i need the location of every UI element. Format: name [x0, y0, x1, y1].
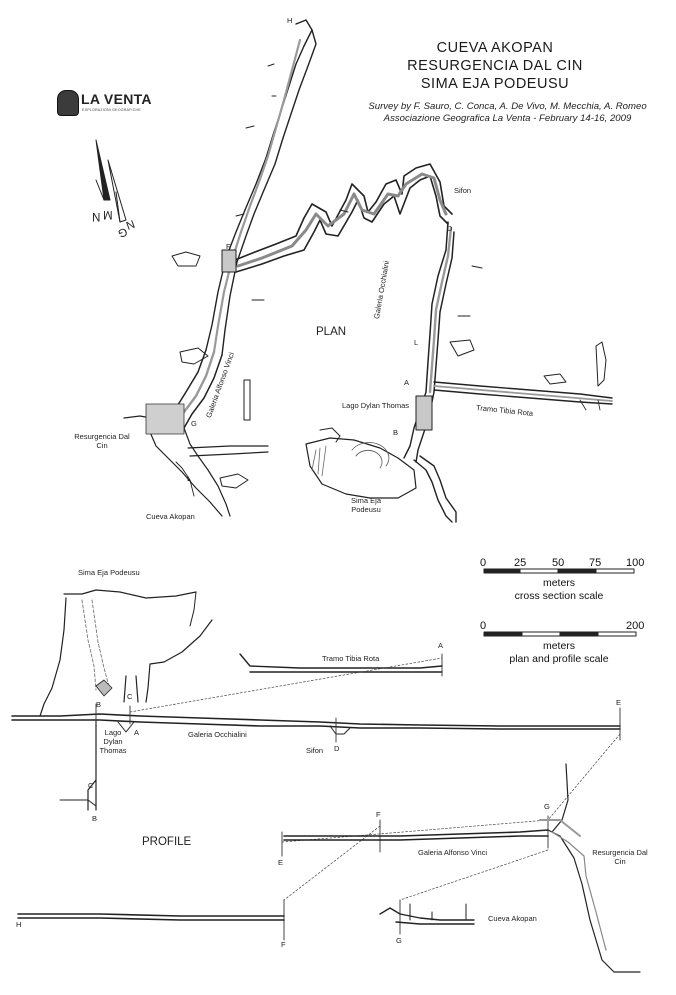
- plan-passage-tibia-rota: [433, 341, 613, 411]
- cs-unit: meters: [542, 577, 576, 589]
- pp-tick-0: 0: [480, 620, 487, 632]
- cs-tick-100: 100: [626, 557, 645, 569]
- profile-station-g-lower: G: [396, 936, 402, 945]
- plan-passage-alfonso-vinci: [123, 349, 269, 517]
- profile-station-b-upper: B: [96, 700, 102, 709]
- plan-features: [171, 63, 567, 489]
- profile-station-b-lower: B: [92, 814, 98, 823]
- title-line-1: CUEVA AKOPAN: [436, 40, 554, 56]
- plan-passage-meander: [221, 163, 453, 273]
- survey-credit: Survey by F. Sauro, C. Conca, A. De Vivo…: [368, 101, 647, 112]
- profile-sima-shaft: [39, 589, 213, 717]
- plan-passage-occhialini: [403, 221, 455, 463]
- profile-label-lago-dylan-thomas: Lago Dylan Thomas: [99, 728, 127, 755]
- profile-station-c-upper: C: [127, 692, 133, 701]
- profile-station-f-upper: F: [376, 810, 381, 819]
- plan-station-l-left: L: [187, 474, 192, 483]
- plan-station-f: F: [226, 242, 231, 251]
- association-credit: Associazione Geografica La Venta - Febru…: [383, 113, 632, 124]
- profile-station-c-lower: C: [88, 781, 94, 790]
- logo-subtitle: ESPLORAZIONI GEOGRAFICHE: [82, 108, 141, 112]
- plan-label-cueva-akopan: Cueva Akopan: [146, 512, 195, 521]
- title-line-2: RESURGENCIA DAL CIN: [407, 58, 583, 74]
- plan-label-lago-dylan-thomas: Lago Dylan Thomas: [342, 401, 409, 410]
- profile-label-galeria-alfonso-vinci: Galeria Alfonso Vinci: [418, 848, 488, 857]
- logo-mark-icon: [57, 90, 79, 116]
- profile-view-label: PROFILE: [142, 836, 192, 848]
- title-line-3: SIMA EJA PODEUSU: [420, 76, 570, 92]
- profile-label-sima-eja-podeusu: Sima Eja Podeusu: [78, 568, 140, 577]
- plan-passage-h-f: [205, 19, 317, 356]
- profile-station-f-lower: F: [281, 940, 286, 949]
- cs-caption: cross section scale: [514, 590, 604, 602]
- plan-sima-eja-podeusu: [305, 427, 457, 523]
- plan-label-sifon: Sifon: [454, 186, 472, 195]
- plan-label-resurgencia-dal-cin: Resurgencia Dal Cin: [74, 432, 130, 450]
- profile-label-sifon: Sifon: [306, 746, 324, 755]
- profile-station-e-left: E: [278, 858, 284, 867]
- plan-station-l-right: L: [414, 338, 419, 347]
- cs-tick-0: 0: [480, 557, 487, 569]
- profile-connectors: [129, 657, 621, 901]
- cs-tick-50: 50: [552, 557, 565, 569]
- plan-station-a: A: [404, 378, 410, 387]
- profile-station-g-upper: G: [544, 802, 550, 811]
- profile-passage-h: [17, 913, 285, 921]
- profile-label-tramo-tibia-rota: Tramo Tibia Rota: [322, 654, 380, 663]
- plan-label-sima-eja-podeusu: Sima Eja Podeusu: [350, 496, 381, 514]
- pp-tick-200: 200: [626, 620, 645, 632]
- plan-station-h: H: [287, 16, 293, 25]
- pp-unit: meters: [542, 640, 576, 652]
- profile-station-a-lower: A: [134, 728, 140, 737]
- north-arrow: [95, 139, 127, 223]
- profile-alfonso-vinci: [283, 763, 641, 973]
- profile-station-h: H: [16, 920, 22, 929]
- cs-tick-25: 25: [514, 557, 527, 569]
- profile-label-cueva-akopan: Cueva Akopan: [488, 914, 537, 923]
- profile-station-d: D: [334, 744, 340, 753]
- scale-bar-cross-section: [483, 568, 635, 574]
- profile-station-ticks: [95, 653, 621, 941]
- north-letter-n: N: [92, 210, 101, 222]
- pp-caption: plan and profile scale: [509, 653, 609, 665]
- plan-view-label: PLAN: [316, 326, 347, 338]
- profile-occhialini: [11, 713, 621, 811]
- profile-label-resurgencia-dal-cin: Resurgencia Dal Cin: [592, 848, 648, 866]
- profile-station-a-upper: A: [438, 641, 444, 650]
- cs-tick-75: 75: [589, 557, 602, 569]
- north-letter-m: M: [103, 208, 113, 220]
- plan-station-g: G: [191, 419, 197, 428]
- logo-name: LA VENTA: [81, 91, 152, 107]
- plan-station-d: D: [447, 224, 453, 233]
- scale-bar-plan-profile: [483, 631, 637, 637]
- profile-label-galeria-occhialini: Galeria Occhialini: [188, 730, 247, 739]
- plan-station-b: B: [393, 428, 399, 437]
- la-venta-logo: LA VENTA ESPLORAZIONI GEOGRAFICHE: [57, 90, 157, 120]
- profile-akopan: [379, 903, 475, 925]
- profile-station-e-right: E: [616, 698, 622, 707]
